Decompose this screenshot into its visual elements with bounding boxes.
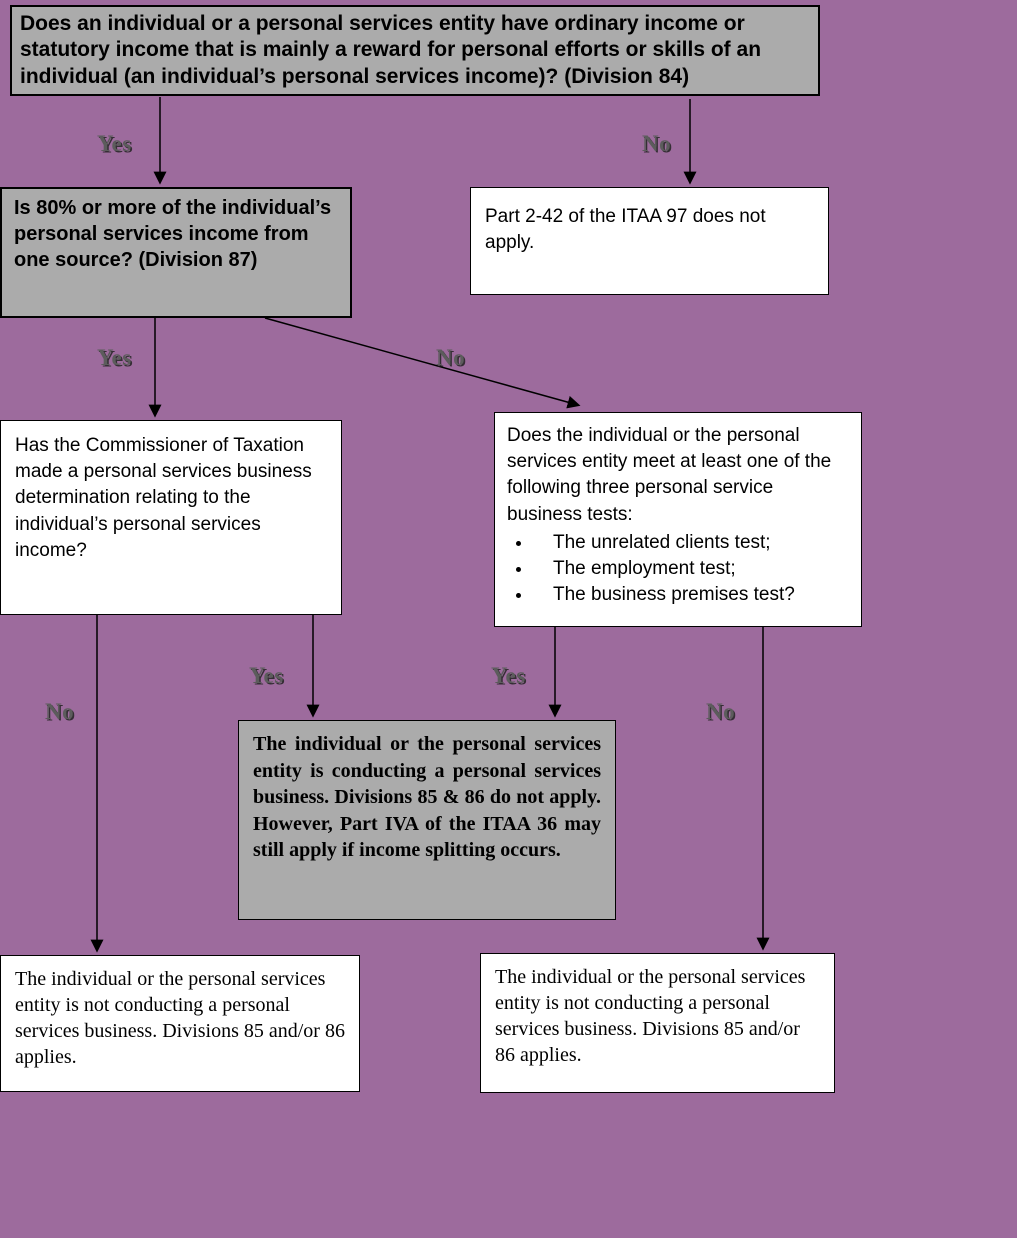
edge-label-yes: Yes	[491, 663, 526, 688]
arrow-80percent-no	[264, 317, 581, 409]
business-tests-list: The unrelated clients test; The employme…	[507, 530, 849, 609]
business-test-item: The business premises test?	[533, 582, 849, 608]
edge-label-no: No	[642, 131, 672, 156]
node-result-part-2-42-not-apply: Part 2-42 of the ITAA 97 does not apply.	[470, 187, 829, 295]
edge-label-no: No	[45, 699, 75, 724]
node-result-not-conducting-psb-left: The individual or the personal services …	[0, 955, 360, 1092]
node-question-business-tests: Does the individual or the personal serv…	[494, 412, 862, 627]
business-test-item: The employment test;	[533, 556, 849, 582]
edge-label-yes: Yes	[97, 131, 132, 156]
node-result-conducting-psb: The individual or the personal services …	[238, 720, 616, 920]
node-question-division84: Does an individual or a personal service…	[10, 5, 820, 96]
edge-label-no: No	[706, 699, 736, 724]
node-question-80-percent: Is 80% or more of the individual’s perso…	[0, 187, 352, 318]
edge-label-yes: Yes	[249, 663, 284, 688]
node-result-not-conducting-psb-right: The individual or the personal services …	[480, 953, 835, 1093]
business-tests-intro: Does the individual or the personal serv…	[507, 425, 832, 525]
edge-label-yes: Yes	[97, 345, 132, 370]
edge-label-no: No	[436, 345, 466, 370]
node-question-commissioner-determination: Has the Commissioner of Taxation made a …	[0, 420, 342, 615]
business-test-item: The unrelated clients test;	[533, 530, 849, 556]
